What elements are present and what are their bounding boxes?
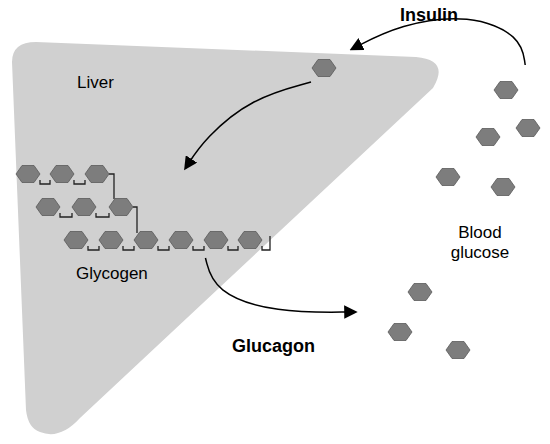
glucose-molecule [494, 82, 518, 99]
glucose-unit [99, 232, 123, 249]
glucose-unit [238, 232, 262, 249]
glycogen-store: Glycogen [10, 168, 272, 258]
glucagon-arrow [205, 258, 355, 312]
glucose-unit [16, 166, 40, 183]
glucose-unit [134, 232, 158, 249]
branch-bond [133, 207, 137, 233]
glucose-unit [64, 232, 88, 249]
arrow-path [352, 19, 525, 65]
glycosidic-bond [60, 213, 109, 217]
glucose-unit [72, 199, 96, 216]
liver-outline [12, 42, 439, 434]
connector-layer [186, 19, 526, 312]
glucose-unit [85, 166, 109, 183]
glycosidic-bond [40, 180, 85, 184]
node-label: Glycogen [76, 264, 186, 284]
blood-glucose-molecules [388, 82, 540, 359]
arrow-path [186, 82, 311, 168]
glucose-unit [169, 232, 193, 249]
glucose-molecule [476, 129, 500, 146]
glucose-molecule [408, 284, 432, 301]
glucose-unit [204, 232, 228, 249]
glucose-unit [36, 199, 60, 216]
node-label: Blood glucose [435, 223, 525, 263]
node-label: Liver [77, 73, 157, 93]
glucose-molecule [516, 120, 540, 137]
glycogen-chain [16, 166, 262, 249]
glycosidic-bond [88, 236, 270, 250]
glucose-molecule [312, 60, 336, 77]
glucose-molecule [446, 342, 470, 359]
liver-organ: Glycogen Liver [10, 40, 450, 440]
glucose-unit [109, 199, 133, 216]
glycogen-bonds [40, 174, 270, 250]
glucose-molecule [436, 169, 460, 186]
insulin-arrow [186, 19, 526, 168]
hormone-label: Insulin [400, 4, 458, 26]
liver-shape [10, 40, 450, 440]
glucose-molecule [491, 179, 515, 196]
hormone-label: Glucagon [232, 335, 315, 357]
arrow-path [205, 258, 355, 312]
glucose-molecule [388, 324, 412, 341]
branch-bond [109, 174, 114, 199]
glucose-unit [50, 166, 74, 183]
blood-glucose-pool: Blood glucose [355, 65, 540, 368]
